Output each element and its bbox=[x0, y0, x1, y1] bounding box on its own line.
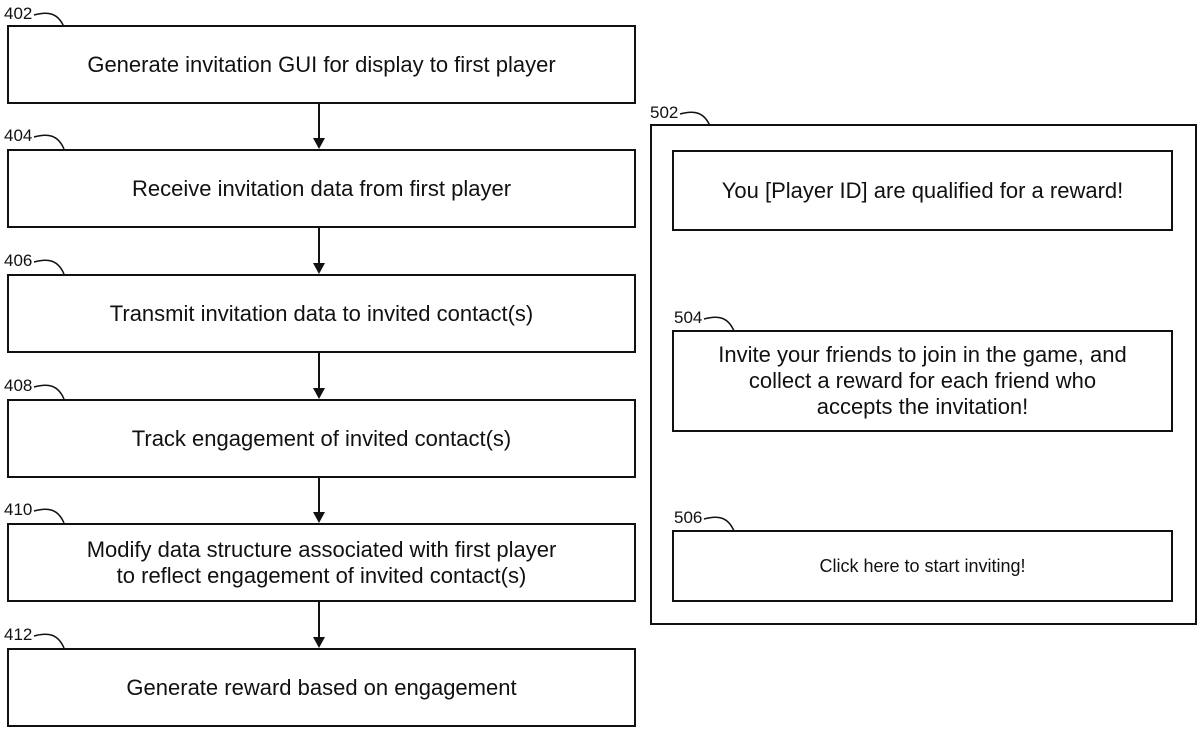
flow-arrow bbox=[312, 478, 326, 523]
flow-step-text: Generate reward based on engagement bbox=[126, 675, 516, 701]
flow-arrow bbox=[312, 104, 326, 149]
invite-friends-prompt: Invite your friends to join in the game,… bbox=[672, 330, 1173, 432]
qualification-message: You [Player ID] are qualified for a rewa… bbox=[672, 150, 1173, 231]
flow-step-text: Track engagement of invited contact(s) bbox=[132, 426, 511, 452]
ref-label-412: 412 bbox=[4, 626, 32, 643]
ref-label-506: 506 bbox=[674, 509, 702, 526]
ref-number: 410 bbox=[4, 500, 32, 519]
flow-step-404: Receive invitation data from first playe… bbox=[7, 149, 636, 228]
ref-label-408: 408 bbox=[4, 377, 32, 394]
flow-step-412: Generate reward based on engagement bbox=[7, 648, 636, 727]
ref-label-410: 410 bbox=[4, 501, 32, 518]
flow-step-text-line-1: Modify data structure associated with fi… bbox=[87, 537, 557, 563]
flow-step-402: Generate invitation GUI for display to f… bbox=[7, 25, 636, 104]
ref-number: 408 bbox=[4, 376, 32, 395]
flow-step-text-line-2: to reflect engagement of invited contact… bbox=[117, 563, 527, 589]
ref-label-406: 406 bbox=[4, 252, 32, 269]
ref-number: 406 bbox=[4, 251, 32, 270]
flow-arrow bbox=[312, 353, 326, 399]
flow-step-408: Track engagement of invited contact(s) bbox=[7, 399, 636, 478]
flow-step-text: Transmit invitation data to invited cont… bbox=[110, 301, 533, 327]
ref-label-502: 502 bbox=[650, 104, 678, 121]
flow-step-406: Transmit invitation data to invited cont… bbox=[7, 274, 636, 353]
ref-number: 402 bbox=[4, 4, 32, 23]
ref-label-402: 402 bbox=[4, 5, 32, 22]
flow-arrow bbox=[312, 602, 326, 648]
invite-prompt-line-1: Invite your friends to join in the game,… bbox=[718, 342, 1126, 368]
flow-step-text: Receive invitation data from first playe… bbox=[132, 176, 511, 202]
start-inviting-button[interactable]: Click here to start inviting! bbox=[672, 530, 1173, 602]
ref-label-404: 404 bbox=[4, 127, 32, 144]
ref-number: 502 bbox=[650, 103, 678, 122]
start-inviting-button-label: Click here to start inviting! bbox=[819, 555, 1025, 577]
qualification-message-text: You [Player ID] are qualified for a rewa… bbox=[722, 178, 1124, 204]
flow-arrow bbox=[312, 228, 326, 274]
invite-prompt-line-2: collect a reward for each friend who bbox=[749, 368, 1096, 394]
invite-prompt-line-3: accepts the invitation! bbox=[817, 394, 1029, 420]
ref-number: 404 bbox=[4, 126, 32, 145]
flow-step-text: Generate invitation GUI for display to f… bbox=[87, 52, 555, 78]
ref-number: 504 bbox=[674, 308, 702, 327]
ref-label-504: 504 bbox=[674, 309, 702, 326]
flow-step-410: Modify data structure associated with fi… bbox=[7, 523, 636, 602]
ref-number: 506 bbox=[674, 508, 702, 527]
ref-number: 412 bbox=[4, 625, 32, 644]
